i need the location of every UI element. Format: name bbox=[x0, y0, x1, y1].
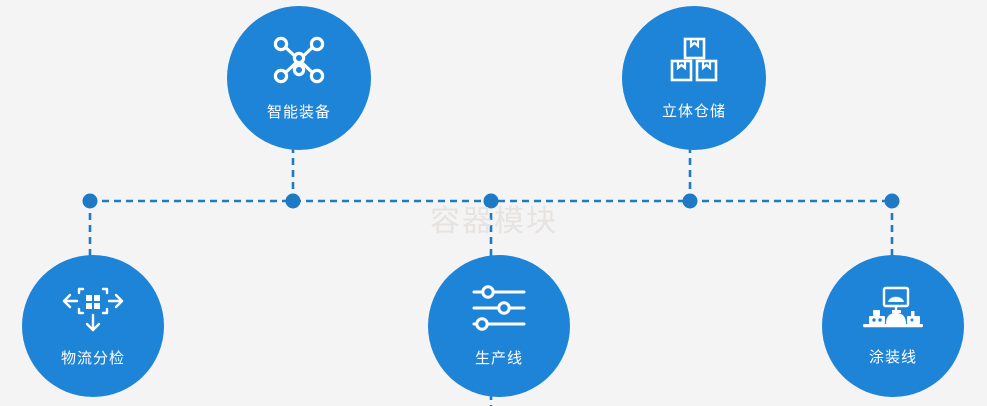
sliders-icon bbox=[471, 284, 527, 331]
node-painting-line[interactable]: 涂装线 bbox=[822, 255, 964, 397]
node-label-painting-line: 涂装线 bbox=[868, 347, 917, 366]
junction-dot-production-line bbox=[483, 193, 499, 209]
junction-dot-smart-equipment bbox=[285, 193, 301, 209]
junction-dot-stereo-warehouse bbox=[682, 193, 698, 209]
node-label-stereo-warehouse: 立体仓储 bbox=[661, 101, 726, 120]
node-smart-equipment[interactable]: 智能装备 bbox=[227, 6, 371, 150]
stacked-boxes-icon bbox=[668, 36, 720, 84]
node-stereo-warehouse[interactable]: 立体仓储 bbox=[622, 6, 766, 150]
sorting-arrows-icon bbox=[62, 285, 124, 333]
node-label-logistics-sorting: 物流分检 bbox=[60, 348, 125, 367]
node-label-production-line: 生产线 bbox=[474, 348, 523, 367]
network-nodes-icon bbox=[271, 35, 327, 85]
node-production-line[interactable]: 生产线 bbox=[428, 255, 570, 397]
paint-booth-icon bbox=[862, 286, 924, 332]
junction-dot-painting-line bbox=[884, 193, 900, 209]
node-label-smart-equipment: 智能装备 bbox=[266, 102, 331, 121]
node-logistics-sorting[interactable]: 物流分检 bbox=[22, 255, 164, 397]
junction-dot-logistics-sorting bbox=[82, 193, 98, 209]
